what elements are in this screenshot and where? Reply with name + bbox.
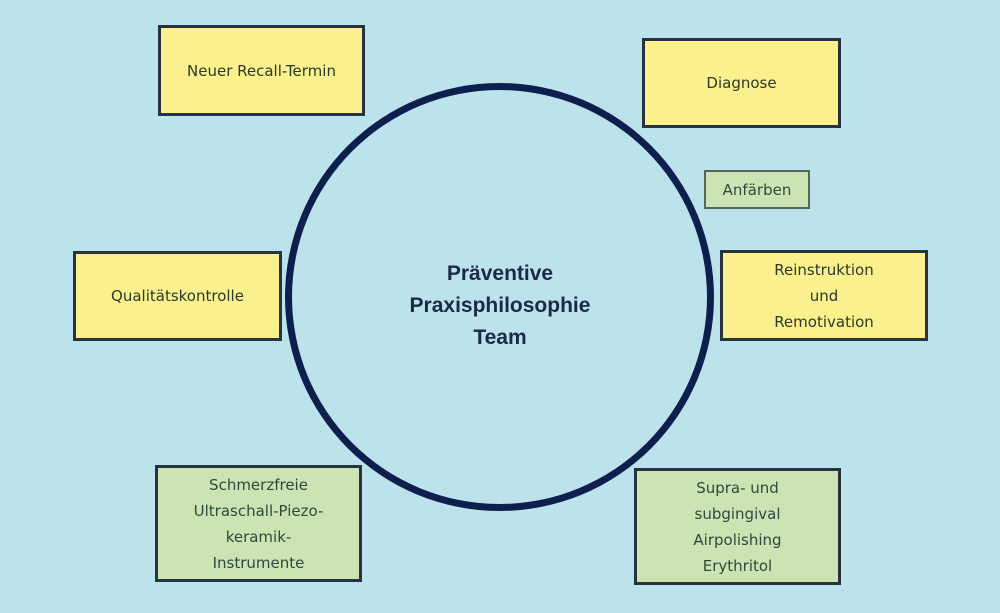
central-title-line: Praxisphilosophie	[409, 294, 591, 317]
node-label: Schmerzfreie	[209, 475, 308, 494]
node-label: Neuer Recall-Termin	[187, 61, 336, 80]
node-label: Ultraschall-Piezo-	[193, 501, 324, 520]
node-label: Supra- und	[696, 478, 779, 497]
node-airpolishing: Supra- und subgingival Airpolishing Eryt…	[634, 468, 841, 585]
node-label: subgingival	[694, 504, 781, 523]
node-ultraschall: Schmerzfreie Ultraschall-Piezo- keramik-…	[155, 465, 362, 582]
central-circle	[285, 83, 714, 511]
node-qualitaet: Qualitätskontrolle	[73, 251, 282, 341]
node-recall: Neuer Recall-Termin	[158, 25, 365, 116]
node-label: Erythritol	[702, 556, 773, 575]
node-diagnose: Diagnose	[642, 38, 841, 128]
node-label: Remotivation	[774, 312, 874, 331]
node-reinstruktion: Reinstruktion und Remotivation	[720, 250, 928, 341]
node-label: keramik-	[225, 527, 292, 546]
node-label: Airpolishing	[693, 530, 782, 549]
central-title-line: Team	[473, 326, 527, 349]
node-anfaerben: Anfärben	[704, 170, 810, 209]
node-label: und	[809, 286, 839, 305]
node-label: Instrumente	[212, 553, 305, 572]
node-label: Reinstruktion	[774, 260, 874, 279]
central-title-line: Präventive	[446, 262, 554, 285]
node-label: Anfärben	[722, 180, 792, 199]
central-title: Präventive Praxisphilosophie Team	[350, 258, 650, 354]
node-label: Diagnose	[706, 74, 777, 92]
node-label: Qualitätskontrolle	[111, 287, 244, 305]
